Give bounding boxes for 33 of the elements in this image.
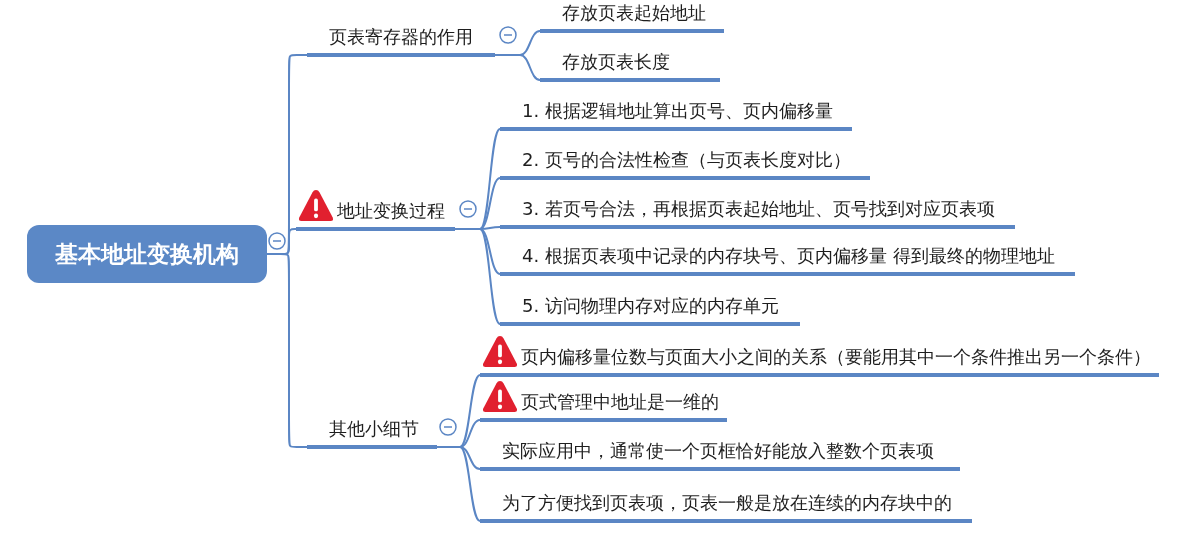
- topic-underline: [480, 336, 1159, 377]
- topic-underline: [480, 492, 972, 523]
- topic-text: 为了方便找到页表项，页表一般是放在连续的内存块中的: [502, 492, 952, 514]
- connector-line: [436, 446, 481, 522]
- topic-underline: [500, 149, 870, 180]
- topic-underline: [500, 198, 1015, 229]
- topic-text: 存放页表长度: [562, 51, 670, 73]
- topic-text: 5. 访问物理内存对应的内存单元: [522, 295, 779, 317]
- topic-text: 2. 页号的合法性检查（与页表长度对比）: [522, 149, 851, 171]
- topic-underline: [307, 26, 495, 57]
- topic-text: 1. 根据逻辑地址算出页号、页内偏移量: [522, 100, 833, 122]
- topic-underline: [296, 190, 455, 231]
- topic-text: 存放页表起始地址: [562, 2, 706, 24]
- topic-text: 页内偏移量位数与页面大小之间的关系（要能用其中一个条件推出另一个条件）: [521, 346, 1151, 368]
- topic-underline: [480, 440, 960, 471]
- topic-text: 页表寄存器的作用: [329, 26, 473, 48]
- topic-underline: [480, 381, 727, 422]
- connector-line: [454, 228, 501, 325]
- topic-text: 其他小细节: [329, 418, 419, 440]
- central-topic-box: [27, 225, 267, 283]
- topic-text: 3. 若页号合法，再根据页表起始地址、页号找到对应页表项: [522, 198, 995, 220]
- topic-text: 页式管理中地址是一维的: [521, 391, 719, 413]
- central-topic-text: 基本地址变换机构: [55, 240, 239, 268]
- topic-underline: [307, 418, 437, 449]
- topic-underline: [500, 245, 1075, 276]
- topic-underline: [540, 51, 720, 82]
- topic-text: 实际应用中，通常使一个页框恰好能放入整数个页表项: [502, 440, 934, 462]
- connector-line: [494, 54, 541, 81]
- topic-text: 4. 根据页表项中记录的内存块号、页内偏移量 得到最终的物理地址: [522, 245, 1055, 267]
- topic-underline: [500, 100, 852, 131]
- topic-text: 地址变换过程: [337, 200, 445, 222]
- topic-underline: [540, 2, 724, 33]
- topic-underline: [500, 295, 800, 326]
